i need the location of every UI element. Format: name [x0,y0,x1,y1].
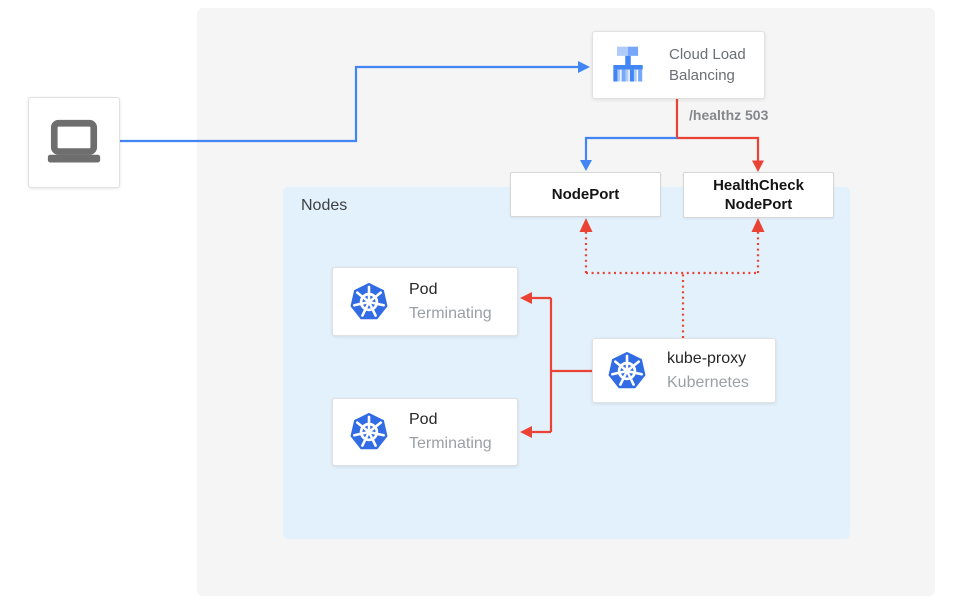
nodeport-node: NodePort [510,172,661,217]
healthz-503-annotation: /healthz 503 [689,107,769,123]
client-laptop-node [28,97,120,188]
kube-proxy-node: kube-proxy Kubernetes [592,338,776,403]
kubernetes-icon [605,349,649,393]
pod-title: Pod [409,411,438,428]
pod-status: Terminating [409,304,492,322]
pod-status: Terminating [409,435,492,452]
cloud-load-balancing-node: Cloud Load Balancing [592,31,765,99]
laptop-icon [47,119,101,162]
pod-node-2: Pod Terminating [332,398,518,466]
pod-title: Pod [409,280,438,298]
cloud-load-balancing-label: Cloud Load Balancing [669,46,746,84]
cloud-load-balancing-icon [613,46,643,82]
healthcheck-nodeport-node: HealthCheck NodePort [683,172,834,218]
kube-proxy-subtitle: Kubernetes [667,373,749,391]
pod-node-1: Pod Terminating [332,267,518,336]
kubernetes-icon [347,410,391,454]
kubernetes-icon [347,280,391,324]
kube-proxy-title: kube-proxy [667,349,747,367]
nodes-container-label: Nodes [301,197,348,214]
